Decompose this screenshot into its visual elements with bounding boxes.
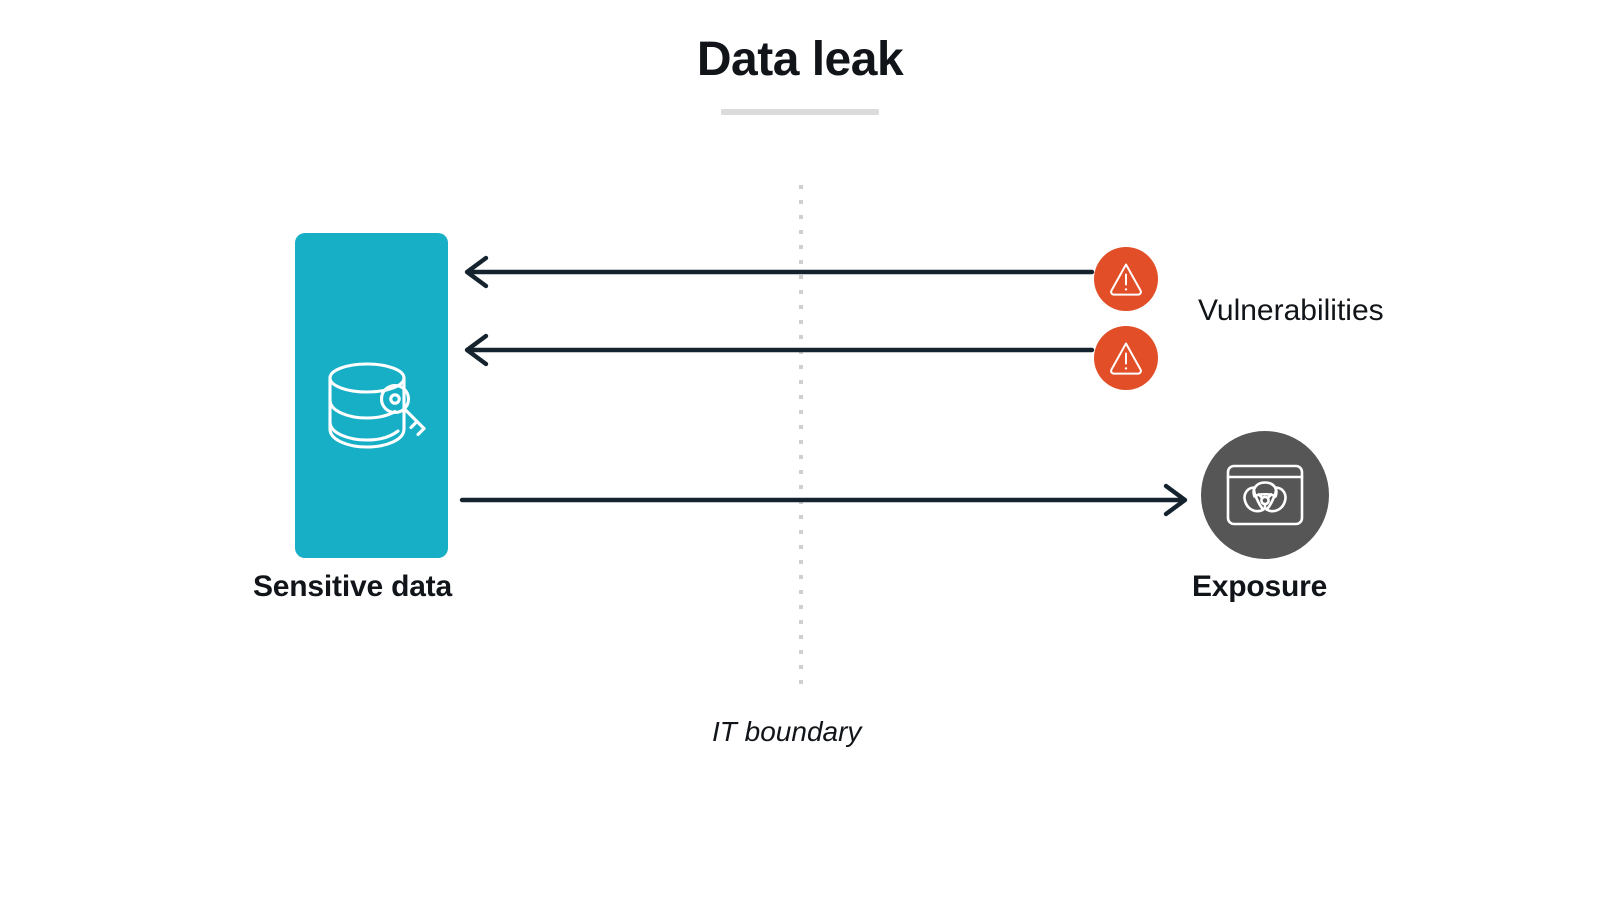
exposure-label: Exposure [1192,570,1328,603]
sensitive-data-rect [295,233,448,558]
title-underline-rule [721,108,879,115]
it-boundary-label: IT boundary [712,716,862,747]
arrow-data-to-exposure [459,483,1188,517]
warning-triangle-icon [1110,263,1142,296]
arrow-vulnerability-to-data-2 [464,333,1095,367]
arrow-vulnerability-to-data-1 [464,255,1095,289]
sensitive-data-node[interactable] [295,233,448,558]
warning-triangle-icon [1110,342,1142,375]
sensitive-data-label: Sensitive data [253,570,452,603]
exposure-node[interactable] [1201,431,1329,559]
database-key-icon [328,362,426,449]
vulnerabilities-label: Vulnerabilities [1198,294,1384,327]
page-title: Data leak [696,33,904,86]
vulnerability-node-1[interactable] [1094,247,1158,311]
vulnerability-node-2[interactable] [1094,326,1158,390]
title-block: Data leak [0,33,1600,115]
biohazard-window-icon [1226,464,1304,526]
